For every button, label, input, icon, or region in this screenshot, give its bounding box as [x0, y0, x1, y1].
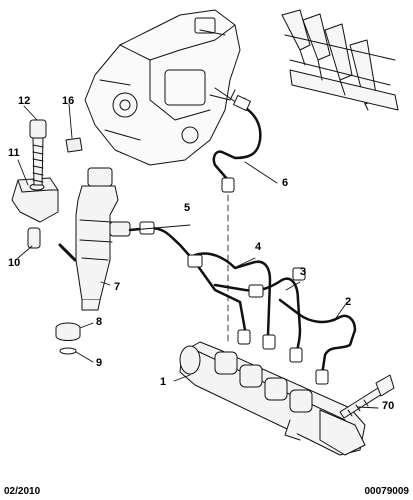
callout-11: 11 [8, 147, 20, 159]
injector-set-thumbnail [281, 9, 399, 111]
injector-seal [55, 322, 81, 341]
callout-leaders [17, 103, 379, 409]
callout-8: 8 [96, 316, 103, 328]
footer-reference: 00079009 [364, 486, 410, 497]
pipe-2 [278, 298, 357, 377]
injector [58, 167, 131, 311]
callout-12: 12 [18, 95, 31, 107]
clamp-bolt [29, 119, 47, 186]
spacer [27, 227, 41, 249]
rail-bolt [339, 374, 395, 419]
callout-70: 70 [382, 400, 395, 412]
high-pressure-pump [84, 9, 246, 166]
callout-7: 7 [114, 281, 121, 293]
injector-clamp [11, 177, 59, 223]
common-rail [179, 341, 366, 456]
callout-5: 5 [184, 202, 191, 214]
callout-10: 10 [8, 257, 21, 269]
pump-outlet-pipe [212, 103, 262, 182]
callout-16: 16 [62, 95, 75, 107]
callout-6: 6 [282, 177, 289, 189]
washer [59, 347, 77, 355]
footer-date: 02/2010 [4, 486, 41, 497]
callout-4: 4 [255, 241, 262, 253]
pipe-4 [193, 252, 272, 337]
pipe-nut-top [221, 95, 251, 193]
clip [65, 137, 83, 153]
callout-1: 1 [160, 376, 167, 388]
callout-3: 3 [300, 266, 307, 278]
callout-9: 9 [96, 357, 103, 369]
callout-2: 2 [345, 296, 352, 308]
rail-pipe-nuts [187, 254, 329, 385]
